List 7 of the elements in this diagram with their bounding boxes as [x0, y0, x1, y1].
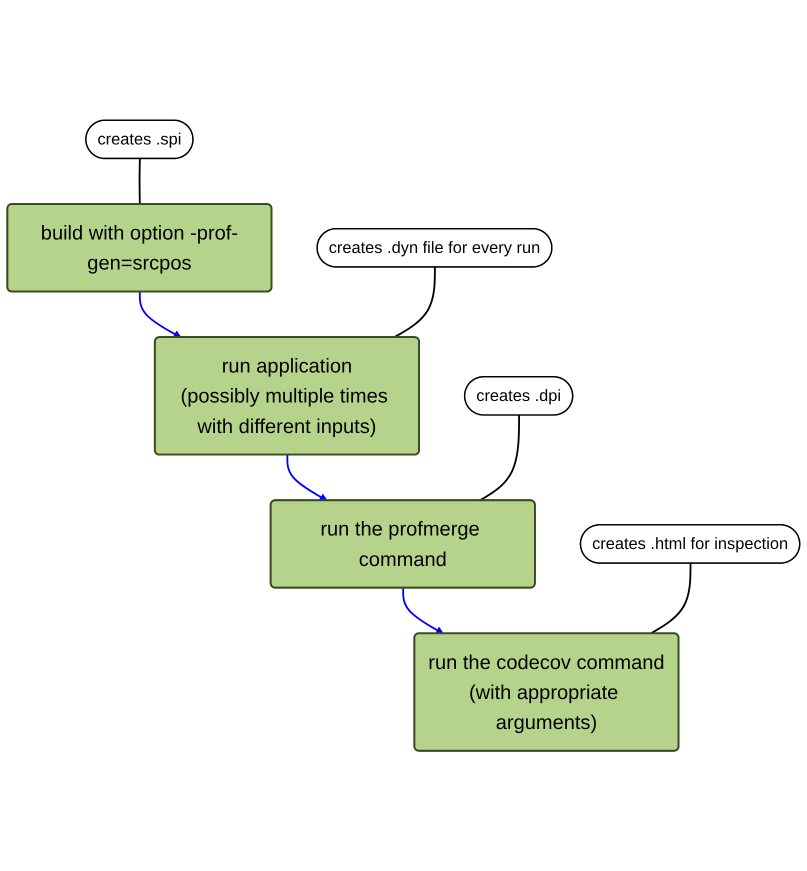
connector: [478, 415, 520, 502]
arrow: [402, 588, 444, 634]
arrow: [138, 292, 182, 338]
connector: [138, 158, 141, 205]
connector: [393, 267, 436, 338]
arrow: [286, 455, 328, 502]
connector: [650, 564, 692, 634]
